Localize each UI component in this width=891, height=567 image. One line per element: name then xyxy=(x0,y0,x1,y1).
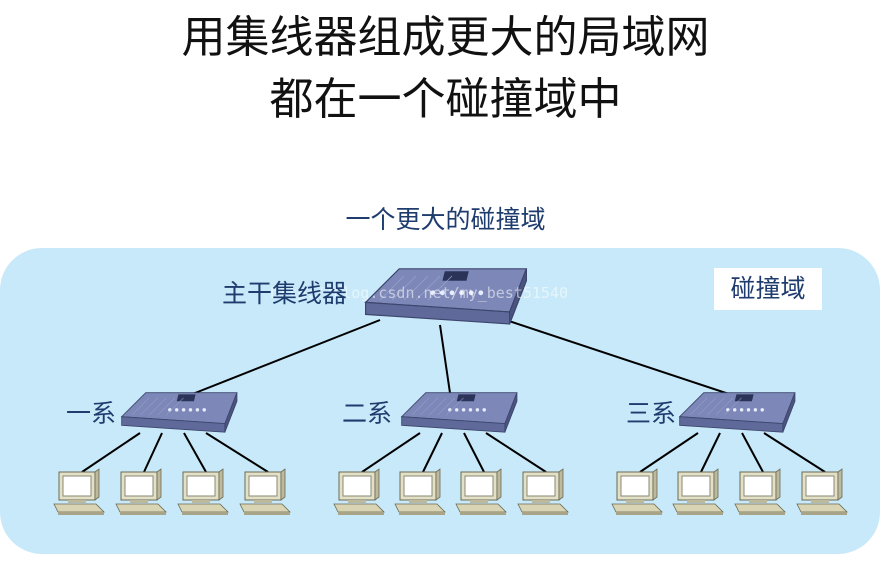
link-dept-1-pc-1 xyxy=(81,432,141,473)
computer-dept-1-1 xyxy=(53,468,105,515)
department-hub-3 xyxy=(678,392,796,433)
computer-dept-2-3 xyxy=(455,468,507,515)
link-dept-3-pc-1 xyxy=(639,432,699,473)
computer-dept-3-1 xyxy=(611,468,663,515)
computer-dept-2-2 xyxy=(394,468,446,515)
computer-dept-1-4 xyxy=(239,468,291,515)
computer-dept-1-3 xyxy=(177,468,229,515)
department-hub-2 xyxy=(400,392,518,433)
department-label-2: 二系 xyxy=(342,399,393,428)
computer-dept-1-2 xyxy=(115,468,167,515)
link-dept-2-pc-4 xyxy=(485,432,547,473)
link-backbone-dept-3 xyxy=(499,317,739,398)
backbone-hub-device xyxy=(364,268,528,325)
link-dept-1-pc-2 xyxy=(143,432,163,473)
link-dept-2-pc-2 xyxy=(422,432,443,473)
link-dept-1-pc-3 xyxy=(183,432,207,473)
department-label-3: 三系 xyxy=(626,399,677,428)
computer-dept-3-2 xyxy=(672,468,724,515)
link-dept-2-pc-1 xyxy=(361,432,421,473)
link-dept-3-pc-4 xyxy=(763,432,826,473)
backbone-hub-label: 主干集线器 xyxy=(222,279,348,308)
larger-collision-domain-label: 一个更大的碰撞域 xyxy=(345,205,546,234)
link-dept-1-pc-4 xyxy=(205,432,269,473)
computer-dept-2-1 xyxy=(333,468,385,515)
link-backbone-dept-2 xyxy=(439,324,451,394)
link-dept-2-pc-3 xyxy=(463,432,485,473)
computer-dept-3-4 xyxy=(796,468,848,515)
title-line-2: 都在一个碰撞域中 xyxy=(269,74,622,125)
computer-dept-3-3 xyxy=(734,468,786,515)
collision-domain-tag: 碰撞域 xyxy=(714,268,822,310)
department-label-1: 一系 xyxy=(66,399,117,428)
title-line-1: 用集线器组成更大的局域网 xyxy=(181,12,710,63)
link-dept-3-pc-2 xyxy=(700,432,721,473)
link-backbone-dept-1 xyxy=(189,319,381,396)
department-hub-1 xyxy=(120,392,238,433)
computer-dept-2-4 xyxy=(517,468,569,515)
watermark-text: http://blog.csdn.net/my_best51540 xyxy=(270,284,569,302)
link-dept-3-pc-3 xyxy=(741,432,764,473)
